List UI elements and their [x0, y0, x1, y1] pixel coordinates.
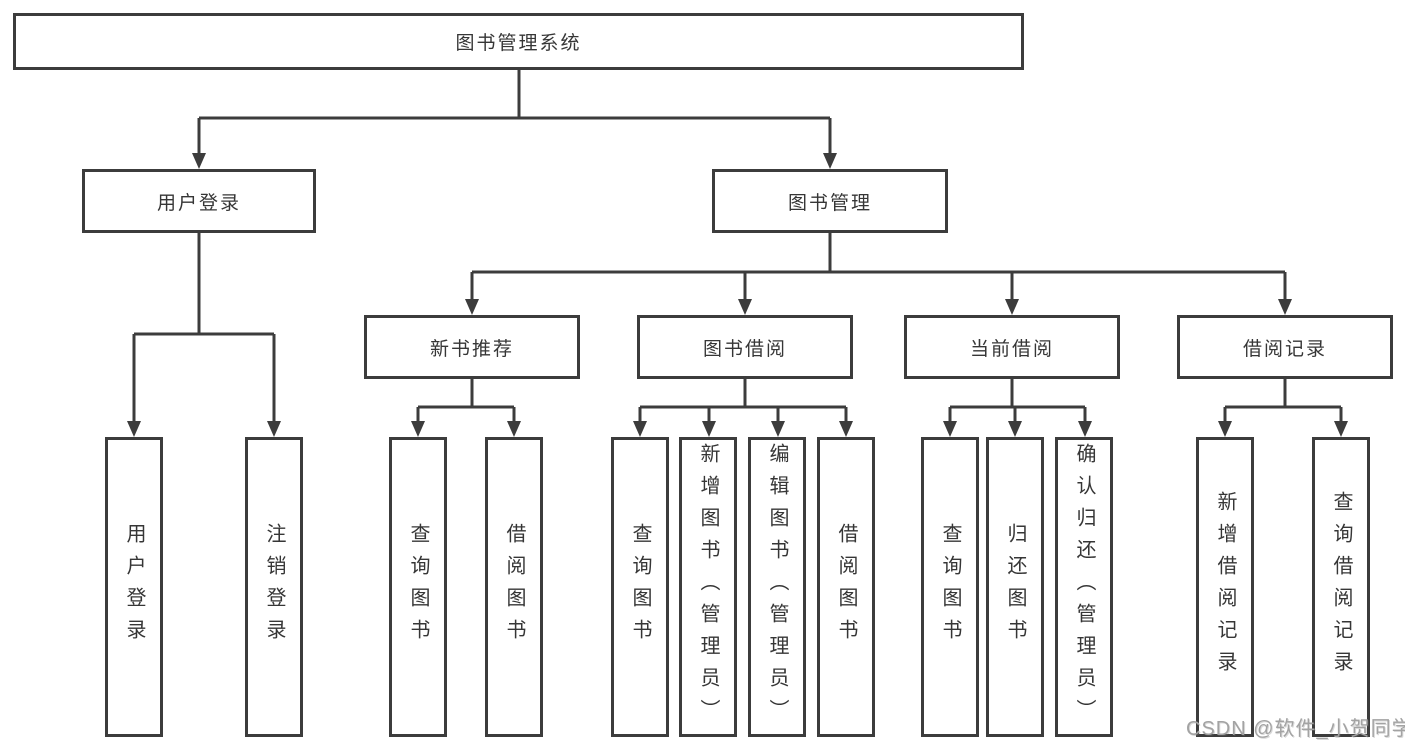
- leaf-label: 归还图书: [1004, 523, 1026, 651]
- csdn-watermark: CSDN @软件_小贺同学: [1186, 718, 1405, 740]
- node-book-management: 图书管理: [712, 169, 948, 233]
- leaf-confirm-return-admin: 确认归还（管理员）: [1055, 437, 1113, 737]
- connector-root-to-level1: [192, 70, 837, 169]
- leaf-query-books: 查询图书: [611, 437, 669, 737]
- node-label: 图书管理系统: [455, 33, 582, 54]
- leaf-label: 查询图书: [407, 523, 429, 651]
- node-label: 新书推荐: [429, 338, 514, 360]
- connector-borrowing-records-to-leaves: [1218, 379, 1348, 437]
- leaf-borrow-books: 借阅图书: [817, 437, 875, 737]
- connector-user-login-to-leaves: [127, 233, 281, 437]
- node-label: 用户登录: [156, 192, 241, 214]
- leaf-label: 用户登录: [123, 523, 145, 651]
- connector-new-book-to-leaves: [411, 379, 521, 437]
- leaf-label: 新增借阅记录: [1214, 491, 1236, 683]
- leaf-label: 借阅图书: [503, 523, 525, 651]
- leaf-query-borrow-record: 查询借阅记录: [1312, 437, 1370, 737]
- leaf-label: 查询图书: [939, 523, 961, 651]
- leaf-label: 注销登录: [263, 523, 285, 651]
- leaf-query-books: 查询图书: [389, 437, 447, 737]
- leaf-query-books: 查询图书: [921, 437, 979, 737]
- leaf-label: 借阅图书: [835, 523, 857, 651]
- leaf-add-borrow-record: 新增借阅记录: [1196, 437, 1254, 737]
- node-label: 图书借阅: [702, 338, 787, 360]
- node-book-borrowing: 图书借阅: [637, 315, 853, 379]
- leaf-borrow-books: 借阅图书: [485, 437, 543, 737]
- node-new-book-recommend: 新书推荐: [364, 315, 580, 379]
- leaf-add-books-admin: 新增图书（管理员）: [679, 437, 737, 737]
- node-current-borrowing: 当前借阅: [904, 315, 1120, 379]
- connector-current-borrowing-to-leaves: [943, 379, 1092, 437]
- leaf-label: 编辑图书（管理员）: [766, 443, 788, 731]
- node-library-management-system: 图书管理系统: [13, 13, 1024, 70]
- leaf-user-login: 用户登录: [105, 437, 163, 737]
- node-user-login: 用户登录: [82, 169, 316, 233]
- node-label: 图书管理: [787, 192, 872, 214]
- leaf-logout: 注销登录: [245, 437, 303, 737]
- leaf-edit-books-admin: 编辑图书（管理员）: [748, 437, 806, 737]
- leaf-label: 查询图书: [629, 523, 651, 651]
- connector-book-borrowing-to-leaves: [633, 379, 853, 437]
- leaf-label: 新增图书（管理员）: [697, 443, 719, 731]
- leaf-return-books: 归还图书: [986, 437, 1044, 737]
- node-label: 借阅记录: [1242, 338, 1327, 360]
- leaf-label: 查询借阅记录: [1330, 491, 1352, 683]
- node-label: 当前借阅: [969, 338, 1054, 360]
- connector-book-management-to-level2: [465, 233, 1292, 315]
- leaf-label: 确认归还（管理员）: [1073, 443, 1095, 731]
- node-borrowing-records: 借阅记录: [1177, 315, 1393, 379]
